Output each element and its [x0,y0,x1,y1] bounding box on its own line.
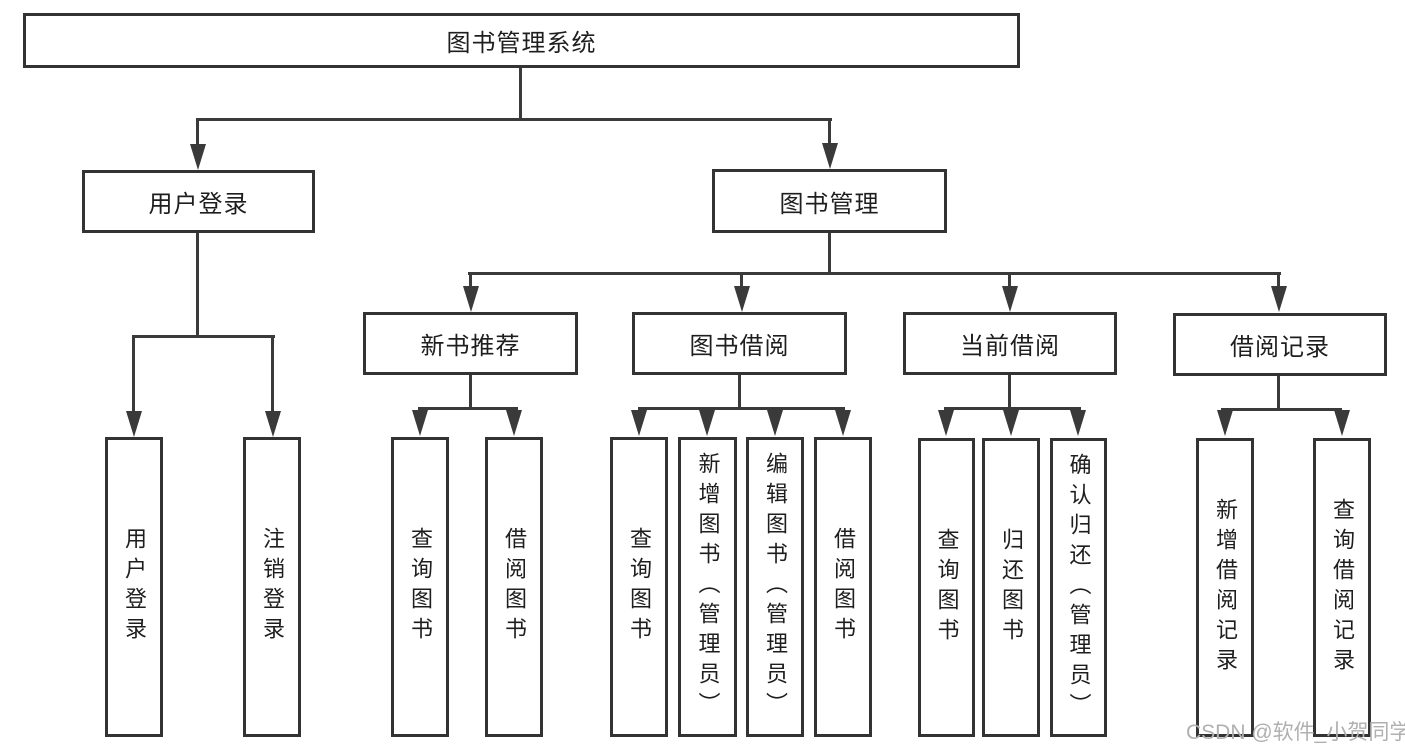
node-root-system: 图书管理系统 [23,13,1020,68]
arrowhead-icon [1003,410,1019,436]
connector-line [132,335,135,413]
connector-line [738,375,741,410]
connector-line [418,407,518,410]
node-book-management-label: 图书管理 [779,190,880,218]
connector-line [271,335,274,413]
leaf-query-books-current-label: 查询图书 [934,527,960,648]
connector-line [1277,376,1280,410]
node-current-borrow: 当前借阅 [903,312,1117,375]
arrowhead-icon [835,410,851,436]
node-current-borrow-label: 当前借阅 [960,333,1060,360]
node-book-borrow: 图书借阅 [632,312,847,375]
arrowhead-icon [938,410,954,436]
arrowhead-icon [190,144,206,170]
node-borrow-records: 借阅记录 [1173,313,1387,376]
connector-line [1277,274,1280,287]
leaf-query-borrow-record-label: 查询借阅记录 [1330,497,1355,678]
node-user-login-label: 用户登录 [148,191,249,218]
node-new-book-recommend: 新书推荐 [363,312,578,375]
leaf-add-books-admin: 新增图书（管理员） [678,437,737,737]
leaf-borrow-books-recommend: 借阅图书 [485,437,543,737]
csdn-watermark: CSDN @软件_小贺同学 [1186,721,1405,744]
connector-line [519,68,522,118]
leaf-query-books-recommend: 查询图书 [391,437,449,737]
leaf-add-borrow-record-label: 新增借阅记录 [1213,497,1238,678]
connector-line [638,407,845,410]
connector-line [828,233,831,275]
leaf-logout-label: 注销登录 [260,527,285,647]
connector-line [1221,408,1342,411]
arrowhead-icon [699,410,715,436]
connector-line [468,272,1281,275]
leaf-borrow-books-label: 借阅图书 [831,527,856,647]
connector-line [469,274,472,287]
leaf-edit-books-admin-label: 编辑图书（管理员） [763,452,788,722]
arrowhead-icon [767,410,783,436]
node-borrow-records-label: 借阅记录 [1230,334,1330,361]
node-book-borrow-label: 图书借阅 [689,333,790,360]
leaf-query-borrow-record: 查询借阅记录 [1313,438,1371,737]
connector-line [469,375,472,410]
leaf-edit-books-admin: 编辑图书（管理员） [746,437,804,737]
arrowhead-icon [1002,286,1018,312]
arrowhead-icon [631,410,647,436]
connector-line [828,118,831,145]
leaf-query-books-borrow: 查询图书 [610,437,668,737]
leaf-confirm-return-admin-label: 确认归还（管理员） [1066,452,1092,723]
arrowhead-icon [126,411,142,437]
leaf-borrow-books-recommend-label: 借阅图书 [502,527,527,647]
leaf-logout: 注销登录 [243,437,301,737]
connector-line [196,233,199,335]
arrowhead-icon [412,410,428,436]
leaf-confirm-return-admin: 确认归还（管理员） [1050,438,1107,737]
connector-line [132,335,275,338]
node-book-management: 图书管理 [712,169,947,233]
node-root-label: 图书管理系统 [446,30,597,57]
arrowhead-icon [1334,410,1350,436]
leaf-query-books-borrow-label: 查询图书 [627,527,652,647]
connector-line [1008,375,1011,410]
leaf-user-login: 用户登录 [105,437,163,737]
leaf-add-borrow-record: 新增借阅记录 [1196,438,1254,737]
arrowhead-icon [734,286,750,312]
connector-line [196,118,832,121]
arrowhead-icon [463,286,479,312]
arrowhead-icon [1217,410,1233,436]
arrowhead-icon [1271,286,1287,312]
arrowhead-icon [822,143,838,169]
node-new-book-recommend-label: 新书推荐 [420,333,521,360]
node-user-login: 用户登录 [82,170,315,233]
leaf-query-books-recommend-label: 查询图书 [408,527,433,647]
leaf-query-books-current: 查询图书 [918,438,975,737]
connector-line [740,274,743,287]
arrowhead-icon [265,411,281,437]
leaf-borrow-books: 借阅图书 [814,437,872,737]
arrowhead-icon [1070,410,1086,436]
arrowhead-icon [506,410,522,436]
leaf-user-login-label: 用户登录 [122,527,147,647]
connector-line [944,407,1081,410]
leaf-return-books-label: 归还图书 [999,527,1024,648]
connector-line [196,118,199,146]
leaf-add-books-admin-label: 新增图书（管理员） [695,452,721,722]
leaf-return-books: 归还图书 [982,438,1040,737]
connector-line [1008,274,1011,287]
